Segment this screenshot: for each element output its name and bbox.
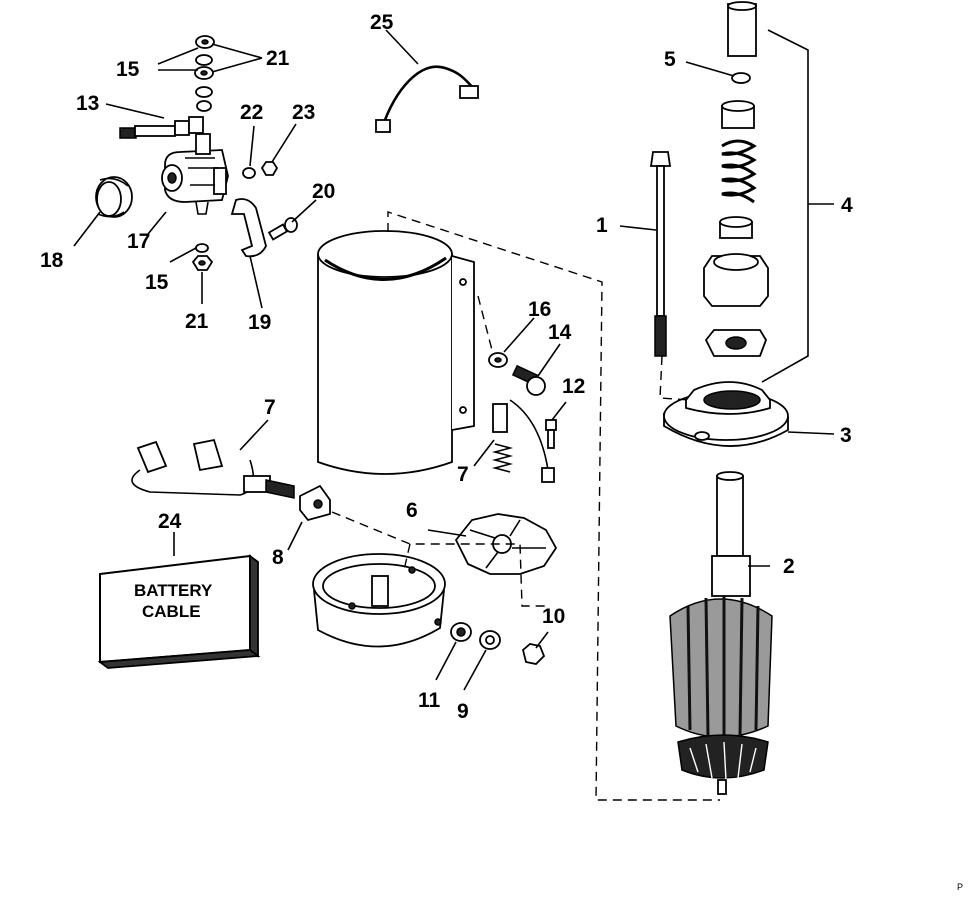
- corner-mark: P: [957, 882, 963, 892]
- callout-19: 19: [248, 311, 271, 334]
- callout-8: 8: [272, 546, 284, 569]
- callout-6: 6: [406, 499, 418, 522]
- part-16-washer: [488, 352, 508, 368]
- callout-1: 1: [596, 214, 608, 237]
- callout-25: 25: [370, 11, 394, 34]
- part-15-21-washers-nuts-top: [194, 35, 215, 112]
- part-25-ground-cable: [375, 65, 479, 133]
- part-12-screw: [545, 419, 557, 449]
- callout-23: 23: [292, 101, 315, 124]
- assembly-guide-lines: [331, 211, 720, 801]
- callout-12: 12: [562, 375, 585, 398]
- battery-cable-label-line2: CABLE: [142, 602, 201, 621]
- part-13-terminal-stud: [119, 116, 204, 139]
- callout-7-right: 7: [457, 463, 469, 486]
- callout-18: 18: [40, 249, 64, 272]
- callout-13: 13: [76, 92, 99, 115]
- callout-14: 14: [548, 321, 572, 344]
- callout-5: 5: [664, 48, 676, 71]
- callout-21-top: 21: [266, 47, 290, 70]
- part-24-battery-cable-box: BATTERY CABLE: [97, 554, 261, 669]
- callout-16: 16: [528, 298, 551, 321]
- part-19-bracket: [230, 198, 267, 258]
- callout-22: 22: [240, 101, 263, 124]
- part-7-brush-set: [131, 438, 295, 499]
- leader-lines: [73, 29, 835, 691]
- callout-20: 20: [312, 180, 335, 203]
- part-1-through-bolt: [649, 151, 672, 357]
- part-17-solenoid: [161, 133, 229, 215]
- callout-7-left: 7: [264, 396, 276, 419]
- parts-9-10-11-hardware: [450, 622, 546, 665]
- part-14-bolt: [511, 364, 546, 396]
- callout-10: 10: [542, 605, 565, 628]
- callout-3: 3: [840, 424, 852, 447]
- end-cap: [312, 553, 446, 648]
- callout-21-bottom: 21: [185, 310, 209, 333]
- callout-2: 2: [783, 555, 795, 578]
- frame-housing: [317, 230, 475, 475]
- part-8-brush-holder: [299, 484, 331, 522]
- part-3-drive-end-housing: [663, 381, 789, 447]
- part-7-brush-spring: [491, 399, 555, 483]
- part-4-drive-assembly: [703, 1, 769, 357]
- part-2-armature: [669, 471, 773, 795]
- callout-17: 17: [127, 230, 150, 253]
- callout-labels: 1 2 3 4 5 6 7 7 8 9 10 11 12 13 14 15 15…: [40, 11, 853, 723]
- battery-cable-label-line1: BATTERY: [134, 581, 213, 600]
- part-22-23-washer-nut: [242, 161, 279, 179]
- callout-15-bottom: 15: [145, 271, 169, 294]
- part-18-boot: [95, 176, 133, 218]
- callout-24: 24: [158, 510, 182, 533]
- callout-4: 4: [841, 194, 853, 217]
- callout-11: 11: [418, 689, 441, 712]
- callout-15-top: 15: [116, 58, 140, 81]
- part-20-screw: [267, 217, 298, 241]
- callout-9: 9: [457, 700, 469, 723]
